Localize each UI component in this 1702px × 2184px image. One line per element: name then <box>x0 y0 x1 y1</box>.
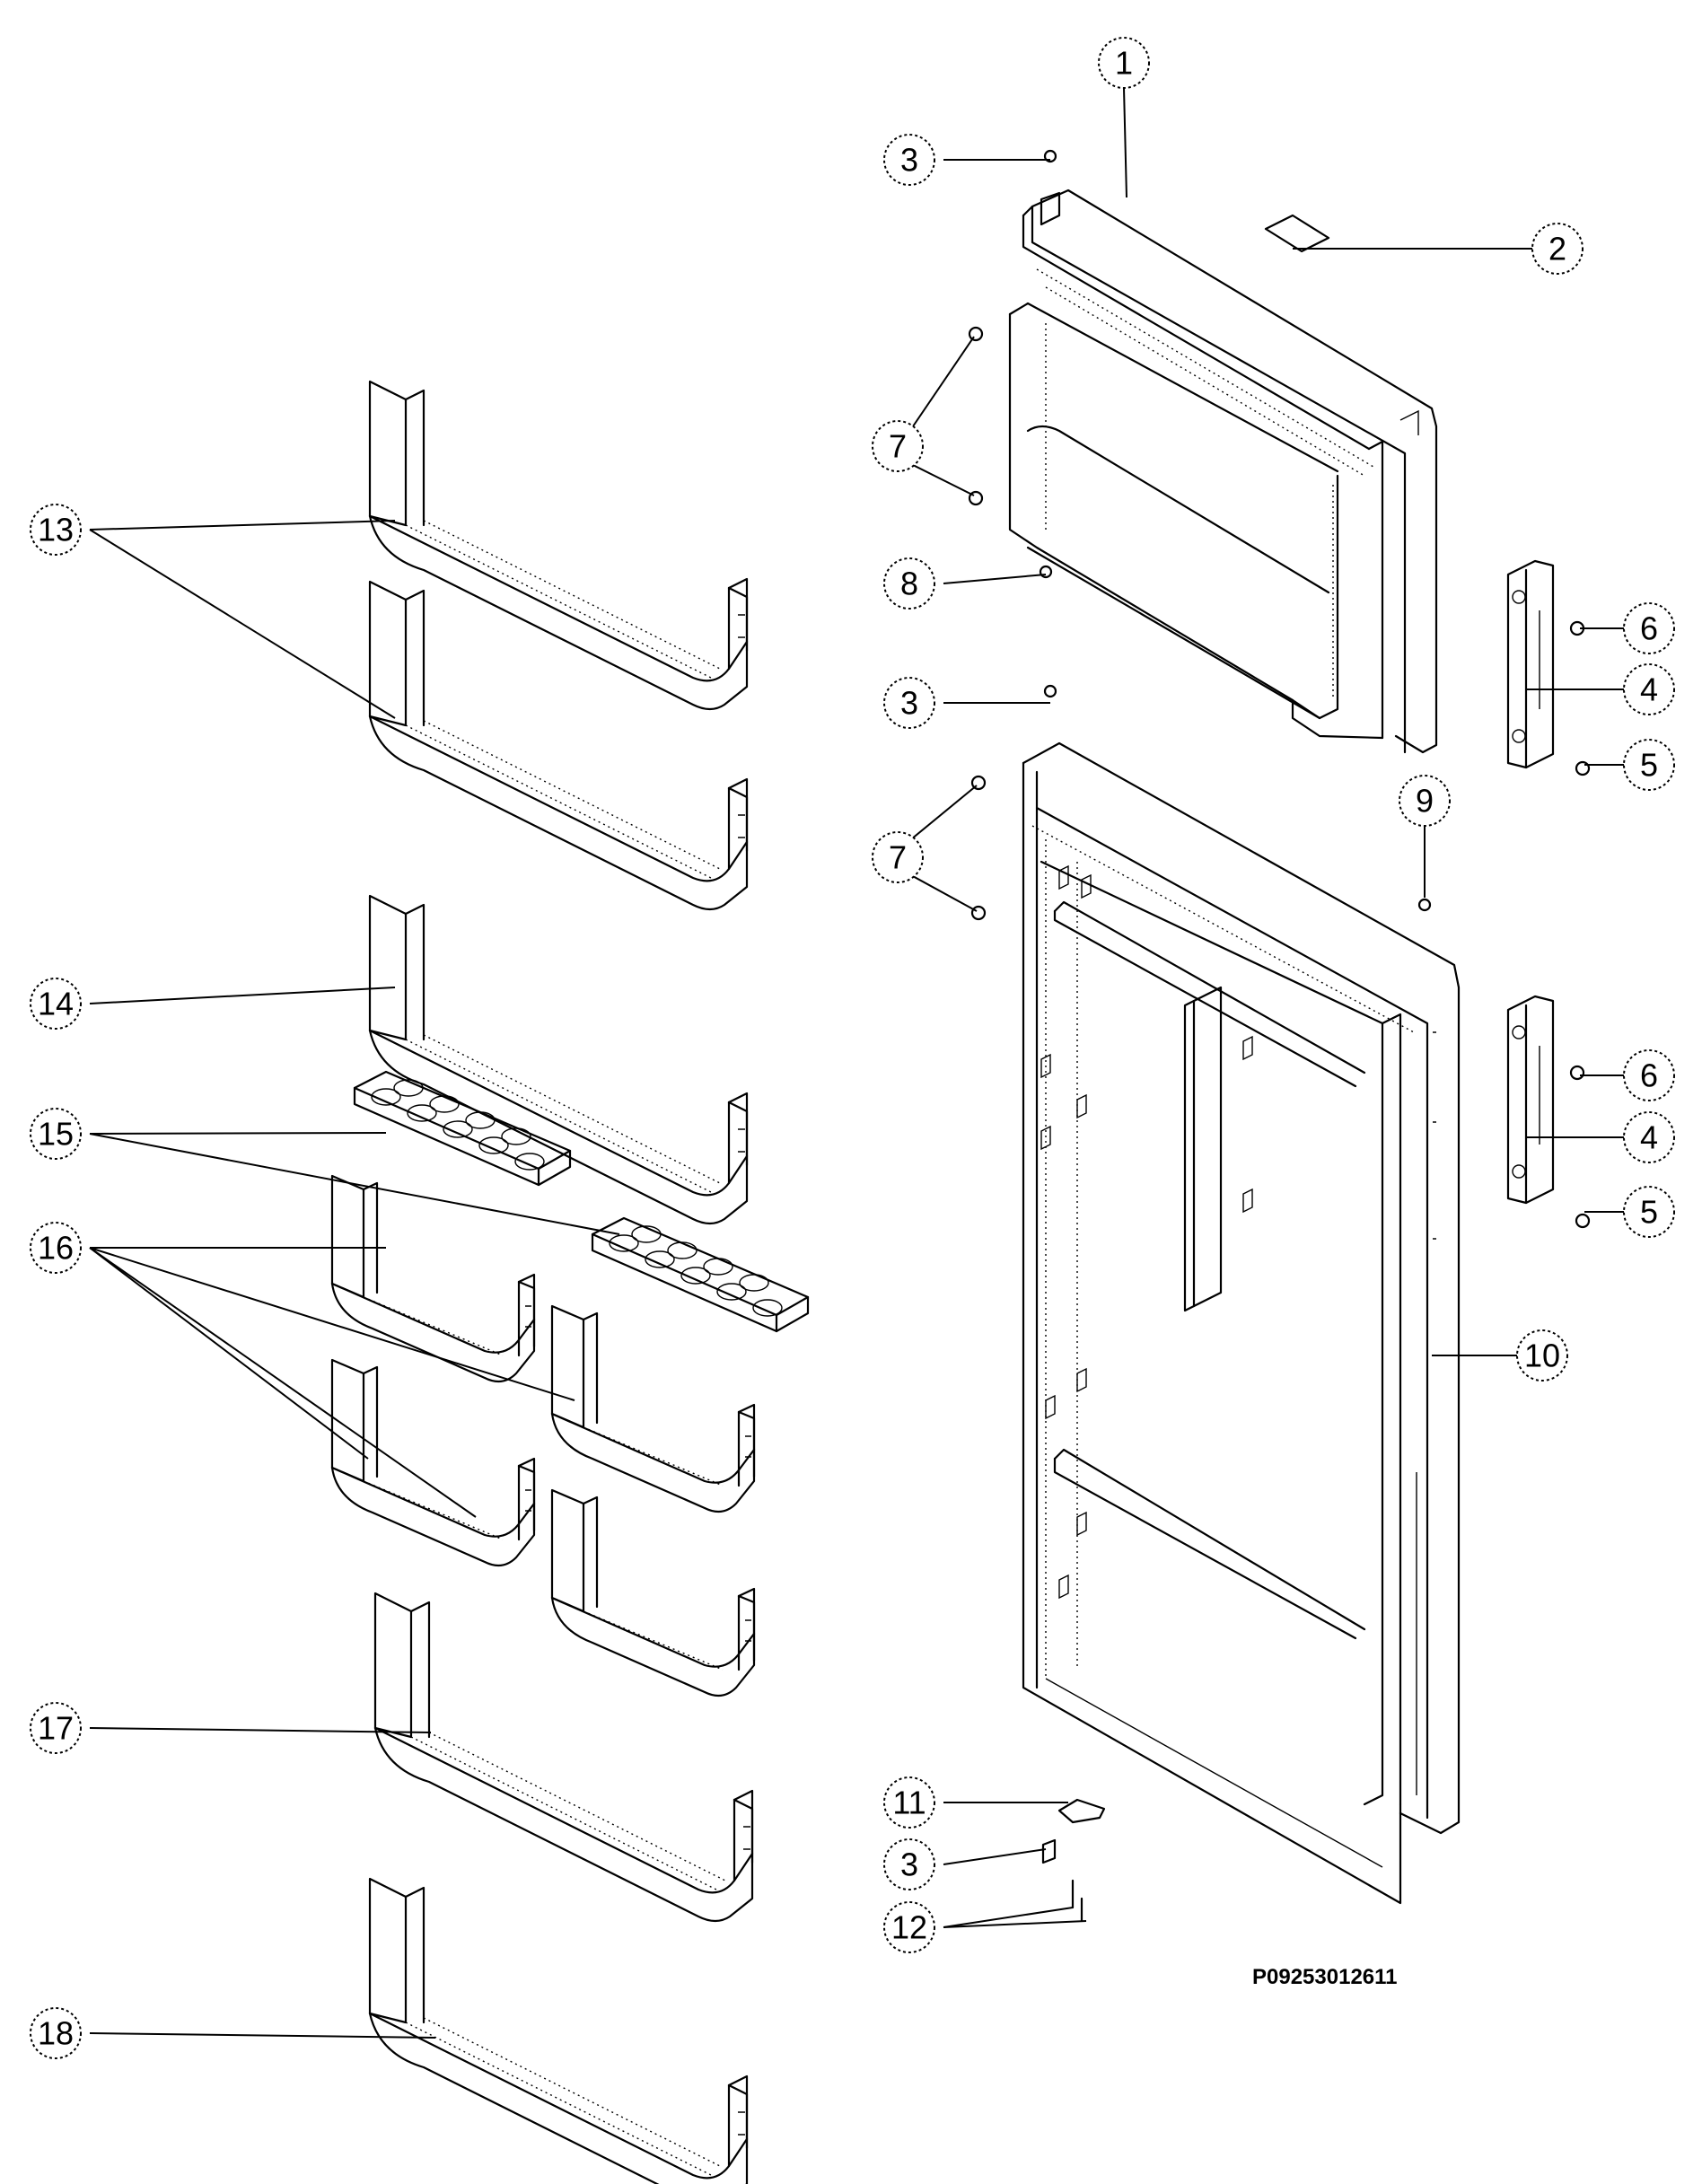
callout-2: 2 <box>1548 231 1566 268</box>
hardware-parts <box>968 149 1591 1923</box>
hinge-lower <box>1506 995 1555 1205</box>
freezer-door <box>1008 189 1438 754</box>
bin-18 <box>368 1877 749 2184</box>
callout-4-lower: 4 <box>1640 1119 1658 1156</box>
callout-16: 16 <box>38 1230 74 1267</box>
callout-3-bottom: 3 <box>900 1846 918 1883</box>
callout-6-lower: 6 <box>1640 1057 1658 1094</box>
fresh-food-door <box>1022 741 1461 1905</box>
callout-1: 1 <box>1115 45 1133 82</box>
callout-10: 10 <box>1524 1338 1560 1374</box>
callout-3-top: 3 <box>900 142 918 179</box>
hinge-upper <box>1506 559 1555 769</box>
callout-bubbles: 1 2 3 3 3 4 4 5 5 6 6 7 7 8 9 10 11 12 <box>30 37 1675 2059</box>
callout-12: 12 <box>891 1909 927 1946</box>
callout-4-upper: 4 <box>1640 671 1658 708</box>
bin-13-lower <box>368 580 749 911</box>
bin-13-upper <box>368 380 749 711</box>
callout-18: 18 <box>38 2015 74 2052</box>
part-code-label: P09253012611 <box>1252 1965 1398 1989</box>
callout-7-lower: 7 <box>889 839 907 876</box>
callout-3-middle: 3 <box>900 685 918 722</box>
callout-8: 8 <box>900 566 918 602</box>
callout-11: 11 <box>892 1785 926 1821</box>
door-label <box>1264 214 1330 253</box>
bin-16-c <box>330 1358 536 1567</box>
callout-5-lower: 5 <box>1640 1194 1658 1231</box>
callout-14: 14 <box>38 986 74 1022</box>
callout-17: 17 <box>38 1710 74 1747</box>
bin-16-b <box>550 1304 756 1513</box>
callout-9: 9 <box>1416 783 1434 820</box>
callout-1-circle <box>1098 37 1150 89</box>
egg-tray-2 <box>591 1216 810 1333</box>
callout-5-upper: 5 <box>1640 747 1658 784</box>
bin-16-a <box>330 1174 536 1383</box>
callout-15: 15 <box>38 1116 74 1153</box>
callout-6-upper: 6 <box>1640 610 1658 647</box>
leader-lines <box>89 87 1625 2039</box>
bin-17 <box>373 1592 754 1923</box>
callout-13: 13 <box>38 512 74 548</box>
bin-16-d <box>550 1488 756 1697</box>
egg-tray-1 <box>353 1070 572 1187</box>
callout-7-upper: 7 <box>889 428 907 465</box>
